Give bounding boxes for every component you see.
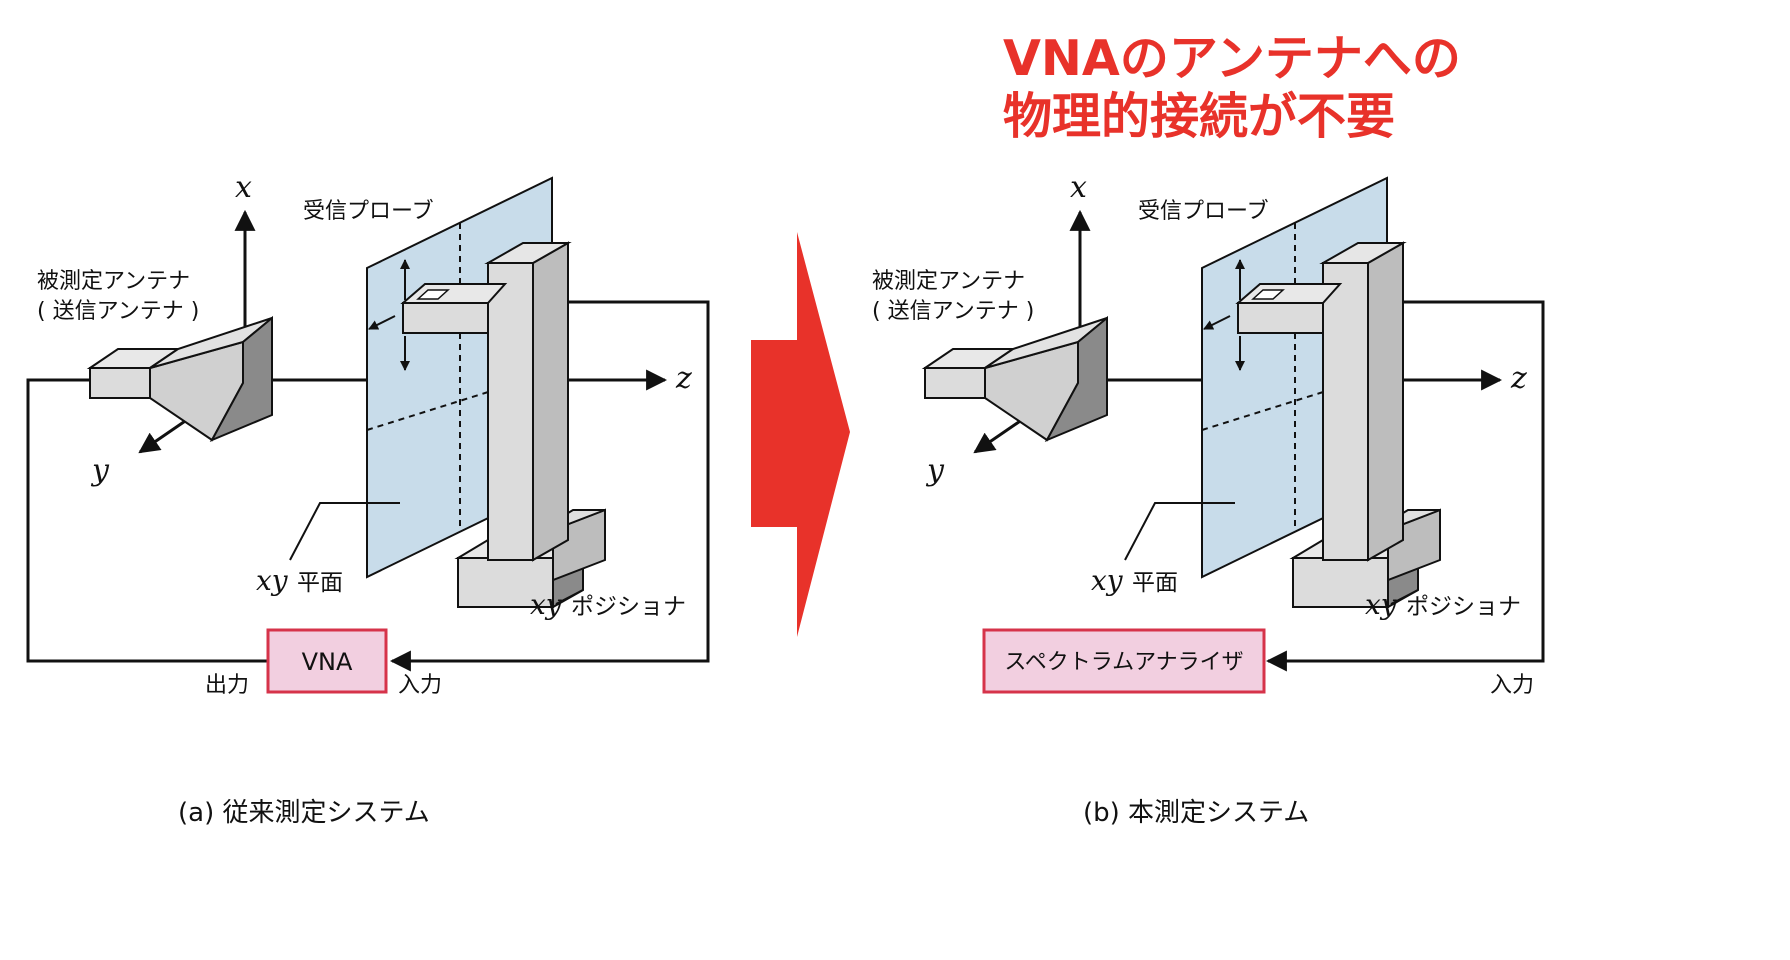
positioner-label-var: xy (530, 588, 563, 621)
input-label: 入力 (1490, 673, 1534, 698)
vna-box (266, 628, 388, 694)
headline-line2: 物理的接続が不要 (1003, 88, 1395, 145)
transition-arrow-icon (751, 232, 850, 637)
panel-conventional-system: VNA x y z 受信プローブ 被測定アンテナ ( 送信アンテナ ) xy 平… (26, 170, 710, 828)
output-label: 出力 (205, 673, 249, 698)
headline-line1: VNAのアンテナへの (1003, 30, 1461, 87)
x-axis-label: x (235, 170, 252, 205)
positioner-label-text: ポジショナ (571, 594, 686, 620)
plane-label-text: 平面 (297, 570, 343, 596)
antenna-label-line2: ( 送信アンテナ ) (37, 299, 199, 324)
output-cable (26, 378, 268, 663)
y-axis-label: y (925, 453, 945, 488)
plane-label-var: xy (256, 564, 289, 597)
x-axis-label: x (1070, 170, 1087, 205)
positioner-label-text: ポジショナ (1406, 594, 1521, 620)
input-cable (389, 300, 710, 672)
plane-label-text: 平面 (1132, 570, 1178, 596)
positioner-label-var: xy (1365, 588, 1398, 621)
antenna-label-line2: ( 送信アンテナ ) (872, 299, 1034, 324)
measurement-setup-graphic (925, 178, 1500, 607)
antenna-label-line1: 被測定アンテナ (872, 269, 1025, 294)
input-label: 入力 (398, 673, 442, 698)
spectrum-analyzer-label: スペクトラムアナライザ (1004, 650, 1243, 675)
probe-label: 受信プローブ (303, 199, 434, 224)
z-axis-label: z (1510, 361, 1527, 396)
spectrum-analyzer-box (982, 628, 1266, 694)
probe-label: 受信プローブ (1138, 199, 1269, 224)
z-axis-label: z (675, 361, 692, 396)
caption-a: (a) 従来測定システム (178, 798, 430, 828)
vna-label: VNA (302, 648, 353, 676)
y-axis-label: y (90, 453, 110, 488)
antenna-label-line1: 被測定アンテナ (37, 269, 190, 294)
measurement-setup-graphic (90, 178, 665, 607)
panel-proposed-system: スペクトラムアナライザ x y z 受信プローブ 被測定アンテナ ( 送信アンテ… (872, 170, 1545, 828)
caption-b: (b) 本測定システム (1083, 798, 1309, 828)
plane-label-var: xy (1091, 564, 1124, 597)
input-cable (1265, 300, 1545, 672)
